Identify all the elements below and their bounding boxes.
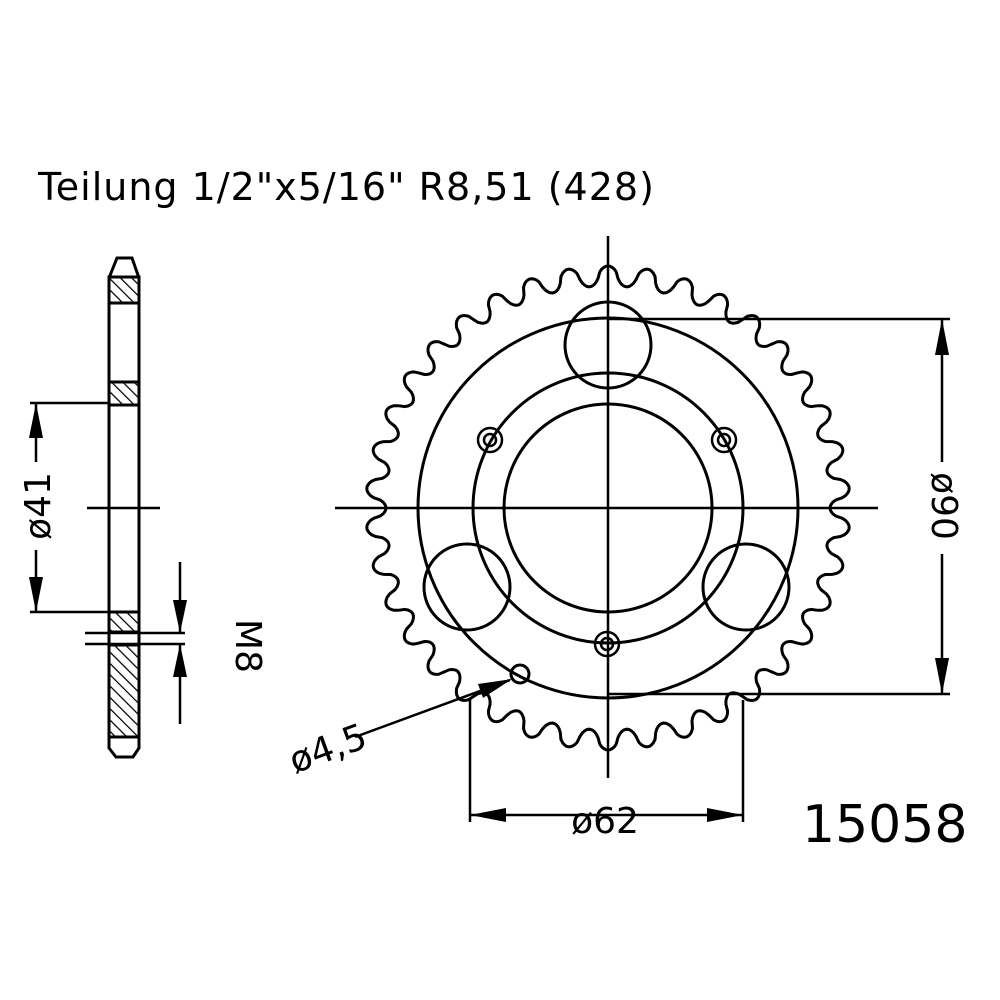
side-section-view: ø41 M8	[18, 256, 268, 759]
bolt-arrow-right	[707, 808, 743, 822]
thread-arrow-bottom	[173, 644, 187, 677]
bolt-label-gap	[548, 786, 658, 812]
bolt-circle-label: ø62	[571, 801, 639, 842]
front-view	[335, 236, 878, 778]
inner-bore-label: ø41	[18, 472, 59, 540]
bore-label-gap	[20, 462, 52, 550]
outer-circle-dimension: ø90	[608, 317, 964, 696]
bolt-hole-left	[476, 426, 504, 454]
side-profile-outline	[107, 256, 141, 759]
bore-arrow-top	[29, 403, 43, 438]
outer-arrow-bottom	[935, 658, 949, 694]
pitch-spec-title: Teilung 1/2"x5/16" R8,51 (428)	[37, 165, 655, 209]
bore-arrow-bottom	[29, 577, 43, 612]
outer-label-gap	[926, 462, 960, 554]
bolt-thread-label: M8	[227, 619, 268, 673]
bolt-hole-right	[710, 426, 738, 454]
outer-circle-label: ø90	[923, 472, 964, 540]
lightening-hole-left	[422, 542, 512, 632]
part-number: 15058	[802, 795, 967, 855]
lightening-hole-right	[701, 542, 791, 632]
outer-arrow-top	[935, 319, 949, 355]
small-hole-arrow	[478, 679, 512, 698]
thread-arrow-top	[173, 600, 187, 633]
hatch-lower-flange	[107, 643, 141, 739]
bolt-arrow-left	[470, 808, 506, 822]
hatch-top-tooth	[107, 275, 141, 305]
bolt-circle-dimension: ø62	[468, 700, 745, 842]
small-hole	[509, 663, 531, 685]
hatch-lower-bore	[107, 610, 141, 634]
small-hole-label: ø4,5	[284, 716, 373, 782]
hatch-upper-bore	[107, 380, 141, 407]
